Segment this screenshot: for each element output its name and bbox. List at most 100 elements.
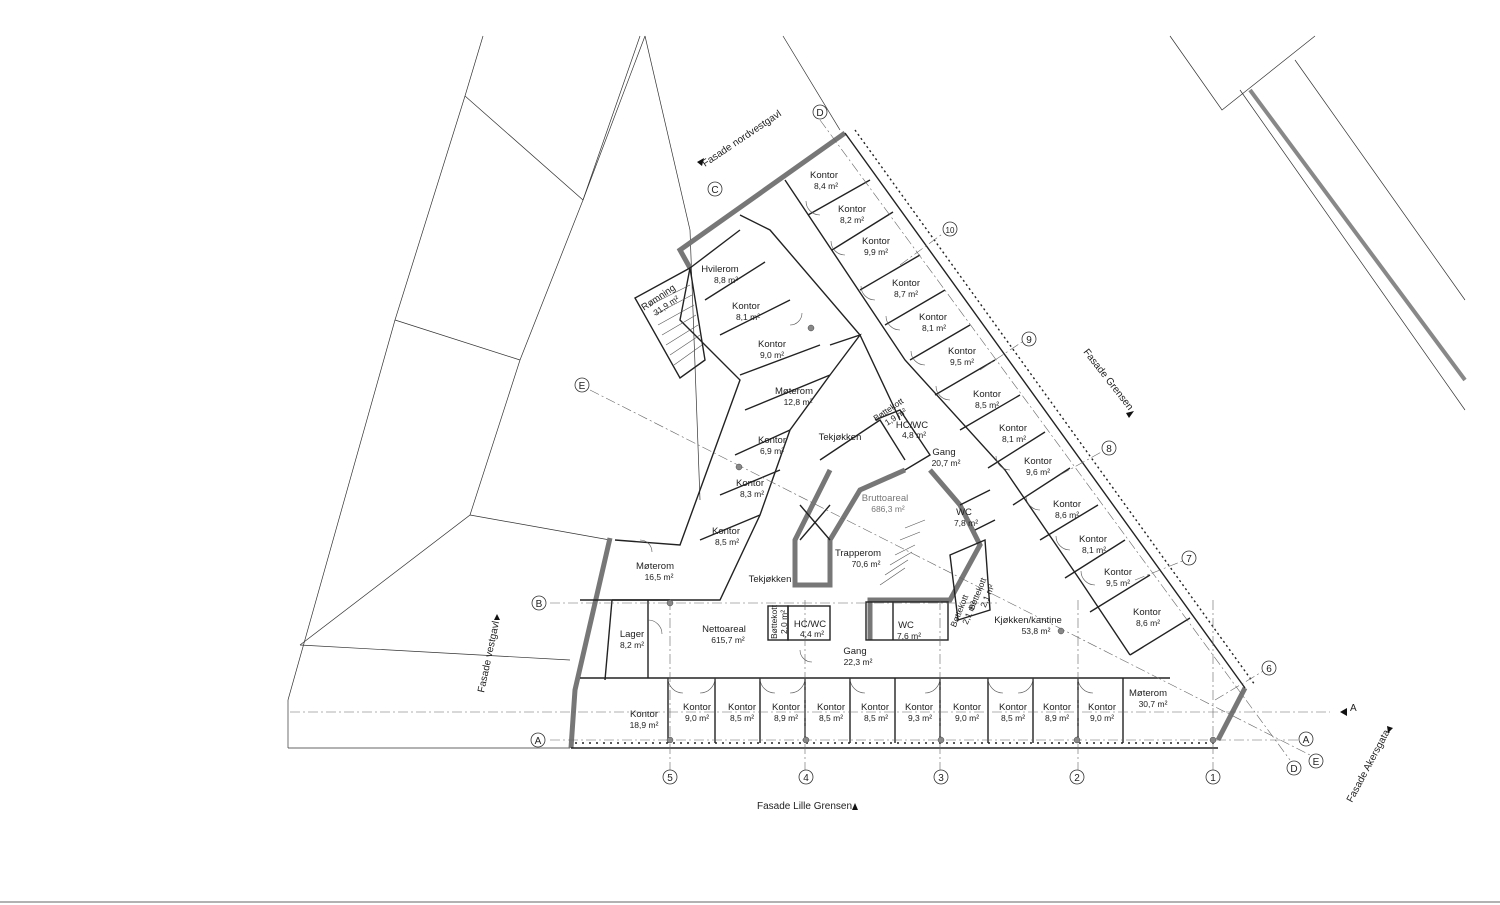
room-tekjokken-1: Tekjøkken [819, 432, 862, 443]
axis-bubbles [530, 104, 1324, 785]
svg-text:8,6 m²: 8,6 m² [1136, 618, 1160, 628]
svg-text:Kontor: Kontor [712, 526, 740, 537]
svg-text:Bøttekott: Bøttekott [769, 604, 779, 639]
svg-text:16,5 m²: 16,5 m² [645, 572, 674, 582]
facade-grensen-arrow-icon [1126, 411, 1134, 418]
svg-text:Trapperom: Trapperom [835, 548, 881, 559]
axis-labels: 1 2 3 4 5 6 7 8 9 10 A A B C D D E E [535, 108, 1320, 784]
svg-text:Kontor: Kontor [732, 301, 760, 312]
svg-text:9,9 m²: 9,9 m² [864, 247, 888, 257]
svg-text:8,5 m²: 8,5 m² [730, 713, 754, 723]
svg-text:4,8 m²: 4,8 m² [902, 430, 926, 440]
svg-text:Kontor: Kontor [1104, 567, 1132, 578]
svg-text:Kontor: Kontor [861, 702, 889, 713]
room-hcwc-top: HC/WC4,8 m² [896, 420, 928, 440]
facade-lille-grensen-arrow-icon [852, 803, 858, 810]
axis-E-bottom: E [1313, 757, 1320, 768]
svg-text:Kontor: Kontor [999, 702, 1027, 713]
svg-text:8,8 m²: 8,8 m² [714, 275, 738, 285]
facade-nordvest-arrow-icon [697, 158, 704, 166]
svg-text:Kontor: Kontor [838, 204, 866, 215]
svg-text:Kontor: Kontor [1133, 607, 1161, 618]
axis-9: 9 [1026, 335, 1032, 346]
axis-4: 4 [803, 773, 809, 784]
svg-text:9,5 m²: 9,5 m² [950, 357, 974, 367]
svg-text:Kontor: Kontor [1079, 534, 1107, 545]
axis-A-right: A [1303, 735, 1310, 746]
facade-nordvestgavl: Fasade nordvestgavl [701, 108, 784, 169]
svg-text:Kontor: Kontor [1024, 456, 1052, 467]
svg-text:Kontor: Kontor [736, 478, 764, 489]
svg-text:18,9 m²: 18,9 m² [630, 720, 659, 730]
facade-grensen: Fasade Grensen [1081, 347, 1136, 412]
svg-text:9,0 m²: 9,0 m² [685, 713, 709, 723]
facade-akersgata-arrow-icon [1387, 726, 1393, 733]
svg-text:WC: WC [898, 620, 914, 631]
svg-text:30,7 m²: 30,7 m² [1139, 699, 1168, 709]
svg-text:9,0 m²: 9,0 m² [760, 350, 784, 360]
svg-text:HC/WC: HC/WC [896, 420, 928, 431]
svg-text:8,3 m²: 8,3 m² [740, 489, 764, 499]
svg-text:8,2 m²: 8,2 m² [620, 640, 644, 650]
section-a-arrow-icon [1340, 708, 1347, 716]
svg-text:8,5 m²: 8,5 m² [975, 400, 999, 410]
svg-text:Kontor: Kontor [758, 339, 786, 350]
axis-10: 10 [946, 226, 955, 235]
svg-text:Lager: Lager [620, 629, 644, 640]
axis-6: 6 [1266, 664, 1272, 675]
svg-text:Kontor: Kontor [728, 702, 756, 713]
svg-text:Kontor: Kontor [999, 423, 1027, 434]
axis-5: 5 [667, 773, 673, 784]
svg-text:Møterom: Møterom [636, 561, 674, 572]
svg-text:Kontor: Kontor [1053, 499, 1081, 510]
svg-text:HC/WC: HC/WC [794, 619, 826, 630]
svg-text:8,7 m²: 8,7 m² [894, 289, 918, 299]
axis-B: B [536, 599, 543, 610]
svg-text:WC: WC [956, 507, 972, 518]
svg-text:Kontor: Kontor [758, 435, 786, 446]
svg-text:615,7 m²: 615,7 m² [711, 635, 745, 645]
svg-text:7,8 m²: 7,8 m² [954, 518, 978, 528]
svg-text:8,5 m²: 8,5 m² [1001, 713, 1025, 723]
svg-text:12,8 m²: 12,8 m² [784, 397, 813, 407]
svg-text:53,8 m²: 53,8 m² [1022, 626, 1051, 636]
axis-E-left: E [579, 381, 586, 392]
facade-akersgata: Fasade Akersgata [1345, 728, 1393, 805]
svg-text:8,5 m²: 8,5 m² [819, 713, 843, 723]
svg-text:70,6 m²: 70,6 m² [852, 559, 881, 569]
axis-8: 8 [1106, 444, 1112, 455]
svg-text:8,9 m²: 8,9 m² [774, 713, 798, 723]
neighbour-outlines [0, 35, 1500, 903]
exterior-walls [568, 129, 1256, 749]
svg-text:Hvilerom: Hvilerom [701, 264, 739, 275]
svg-text:Kontor: Kontor [817, 702, 845, 713]
svg-text:8,6 m²: 8,6 m² [1055, 510, 1079, 520]
column-markers [666, 324, 1217, 744]
grid-axes [290, 119, 1330, 770]
svg-text:Kontor: Kontor [973, 389, 1001, 400]
